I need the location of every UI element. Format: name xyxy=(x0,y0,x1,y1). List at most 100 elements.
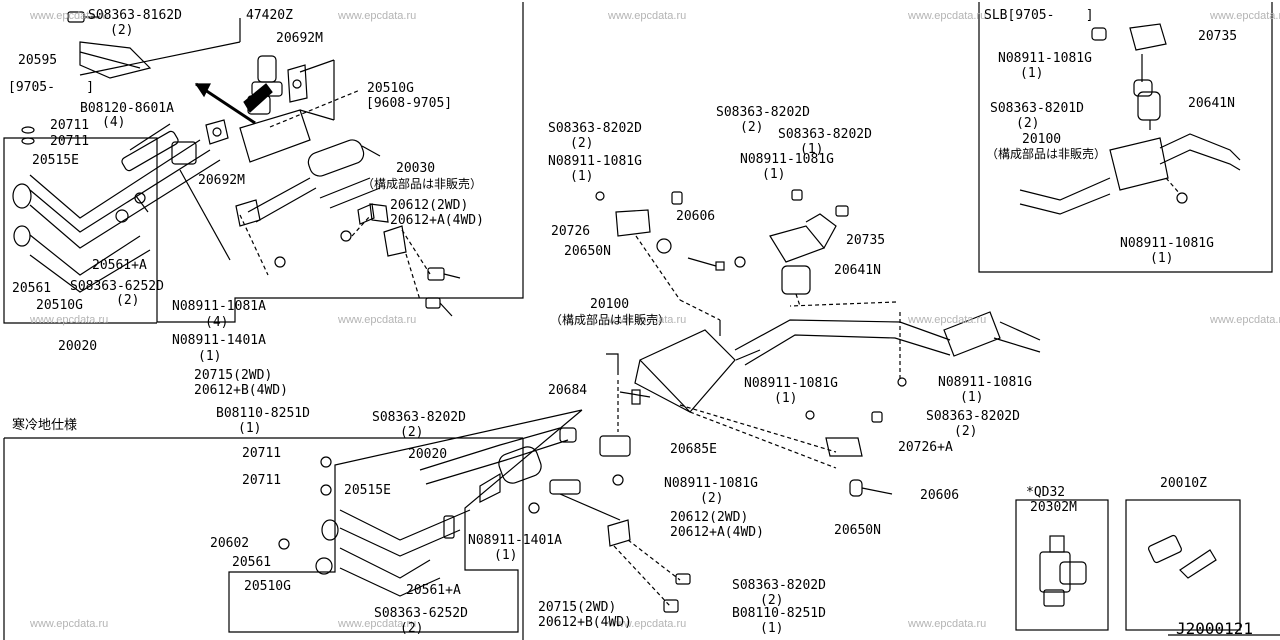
center-upper-hardware xyxy=(595,189,849,307)
watermark: www.epcdata.ru xyxy=(338,10,417,22)
part-callout[interactable]: 20515E xyxy=(32,153,79,168)
watermark: www.epcdata.ru xyxy=(1210,10,1280,22)
quantity-label: (4) xyxy=(102,115,126,130)
quantity-label: (1) xyxy=(1150,251,1174,266)
part-callout[interactable]: 20685E xyxy=(670,442,717,457)
fastener-callout[interactable]: S08363-8202D xyxy=(372,410,466,425)
center-muffler-assembly xyxy=(599,299,1041,497)
cold-spec-assembly xyxy=(278,427,691,613)
quantity-label: (2) xyxy=(400,621,424,636)
fastener-callout[interactable]: S08363-8202D xyxy=(732,578,826,593)
part-callout[interactable]: 20650N xyxy=(834,523,881,538)
watermark: www.epcdata.ru xyxy=(338,618,417,630)
watermark: www.epcdata.ru xyxy=(908,314,987,326)
not-sold-note: （構成部品は非販売） xyxy=(986,147,1107,161)
part-callout[interactable]: 20711 xyxy=(242,473,282,488)
quantity-label: (1) xyxy=(960,390,984,405)
part-callout[interactable]: 20100 xyxy=(1022,132,1062,147)
fastener-callout[interactable]: S08363-8202D xyxy=(926,409,1020,424)
fastener-callout[interactable]: N08911-1081G xyxy=(744,376,838,391)
quantity-label: (1) xyxy=(1020,66,1044,81)
part-callout[interactable]: 20612+A(4WD) xyxy=(390,213,484,228)
part-callout[interactable]: 20715(2WD) xyxy=(538,600,617,615)
fastener-callout[interactable]: S08363-6252D xyxy=(374,606,468,621)
part-callout[interactable]: 20726+A xyxy=(898,440,953,455)
fastener-callout[interactable]: N08911-1081A xyxy=(172,299,266,314)
quantity-label: (1) xyxy=(800,142,824,157)
fastener-callout[interactable]: B08110-8251D xyxy=(216,406,310,421)
part-callout[interactable]: 20612+B(4WD) xyxy=(194,383,288,398)
part-callout[interactable]: 20715(2WD) xyxy=(194,368,273,383)
fastener-callout[interactable]: S08363-8162D xyxy=(88,8,182,23)
fastener-callout[interactable]: S08363-8202D xyxy=(548,121,642,136)
watermark: www.epcdata.ru xyxy=(908,618,987,630)
quantity-label: (1) xyxy=(774,391,798,406)
fastener-callout[interactable]: N08911-1081G xyxy=(740,152,834,167)
part-callout[interactable]: 20010Z xyxy=(1160,476,1207,491)
quantity-label: (2) xyxy=(740,120,764,135)
part-callout[interactable]: 20735 xyxy=(1198,29,1238,44)
variant-note: *QD32 xyxy=(1026,485,1066,500)
part-callout[interactable]: 20641N xyxy=(1188,96,1235,111)
fastener-callout[interactable]: S08363-8202D xyxy=(716,105,810,120)
fastener-callout[interactable]: N08911-1401A xyxy=(468,533,562,548)
part-callout[interactable]: 20684 xyxy=(548,383,588,398)
watermark: www.epcdata.ru xyxy=(30,10,109,22)
part-callout[interactable]: 20510G xyxy=(367,81,414,96)
part-callout[interactable]: 20020 xyxy=(58,339,98,354)
fastener-callout[interactable]: N08911-1401A xyxy=(172,333,266,348)
part-callout[interactable]: 20510G xyxy=(36,298,83,313)
quantity-label: (2) xyxy=(700,491,724,506)
part-callout[interactable]: 20711 xyxy=(242,446,282,461)
part-callout[interactable]: 20612+A(4WD) xyxy=(670,525,764,540)
part-callout[interactable]: 20726 xyxy=(551,224,591,239)
fastener-callout[interactable]: N08911-1081G xyxy=(664,476,758,491)
watermark: www.epcdata.ru xyxy=(908,10,987,22)
part-callout[interactable]: 20641N xyxy=(834,263,881,278)
quantity-label: (2) xyxy=(116,293,140,308)
fastener-callout[interactable]: B08120-8601A xyxy=(80,101,174,116)
fastener-callout[interactable]: S08363-6252D xyxy=(70,279,164,294)
part-callout[interactable]: 20612(2WD) xyxy=(670,510,749,525)
not-sold-note: （構成部品は非販売） xyxy=(362,177,483,191)
watermark: www.epcdata.ru xyxy=(608,618,687,630)
range-note: [9705- ] xyxy=(8,80,95,95)
part-callout[interactable]: 20612+B(4WD) xyxy=(538,615,632,630)
quantity-label: (2) xyxy=(1016,116,1040,131)
part-callout[interactable]: 20711 xyxy=(50,134,90,149)
part-callout[interactable]: 20692M xyxy=(198,173,245,188)
part-callout[interactable]: 20561+A xyxy=(406,583,461,598)
quantity-label: (1) xyxy=(494,548,518,563)
part-callout[interactable]: 20510G xyxy=(244,579,291,594)
part-callout[interactable]: 20100 xyxy=(590,297,630,312)
watermark: www.epcdata.ru xyxy=(30,314,109,326)
part-callout[interactable]: 20692M xyxy=(276,31,323,46)
part-callout[interactable]: 20602 xyxy=(210,536,250,551)
part-callout[interactable]: 20030 xyxy=(396,161,436,176)
fastener-callout[interactable]: S08363-8202D xyxy=(778,127,872,142)
fastener-callout[interactable]: S08363-8201D xyxy=(990,101,1084,116)
cold-spec-note: 寒冷地仕様 xyxy=(12,418,78,433)
part-callout[interactable]: 20561 xyxy=(232,555,272,570)
part-callout[interactable]: 20561 xyxy=(12,281,52,296)
part-callout[interactable]: 20561+A xyxy=(92,258,147,273)
part-callout[interactable]: 20606 xyxy=(676,209,716,224)
fastener-callout[interactable]: N08911-1081G xyxy=(1120,236,1214,251)
part-callout[interactable]: 20612(2WD) xyxy=(390,198,469,213)
part-callout[interactable]: 47420Z xyxy=(246,8,293,23)
fastener-callout[interactable]: N08911-1081G xyxy=(998,51,1092,66)
quantity-label: (4) xyxy=(205,315,229,330)
part-callout[interactable]: 20606 xyxy=(920,488,960,503)
fastener-callout[interactable]: B08110-8251D xyxy=(732,606,826,621)
part-callout[interactable]: 20302M xyxy=(1030,500,1077,515)
fastener-callout[interactable]: N08911-1081G xyxy=(938,375,1032,390)
part-callout[interactable]: 20595 xyxy=(18,53,58,68)
part-callout[interactable]: 20515E xyxy=(344,483,391,498)
part-callout[interactable]: 20650N xyxy=(564,244,611,259)
part-callout[interactable]: 20711 xyxy=(50,118,90,133)
fastener-callout[interactable]: N08911-1081G xyxy=(548,154,642,169)
part-callout[interactable]: 20735 xyxy=(846,233,886,248)
quantity-label: (2) xyxy=(760,593,784,608)
part-callout[interactable]: 20020 xyxy=(408,447,448,462)
